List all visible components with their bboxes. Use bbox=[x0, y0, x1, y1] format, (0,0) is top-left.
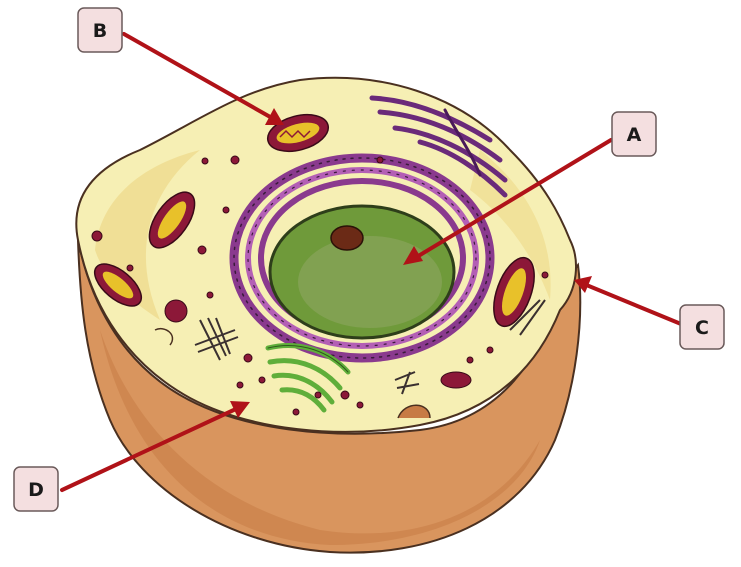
arrowhead-a bbox=[403, 246, 423, 265]
cell-side-shading bbox=[100, 330, 540, 545]
golgi-apparatus bbox=[265, 343, 351, 413]
mitochondria bbox=[93, 113, 535, 328]
label-b-text: B bbox=[93, 20, 107, 42]
mitochondrion-lower-left bbox=[93, 263, 143, 307]
label-a-text: A bbox=[627, 124, 642, 146]
label-box-c: C bbox=[679, 304, 725, 350]
label-arrows bbox=[60, 32, 683, 492]
membrane-indentation bbox=[397, 404, 431, 419]
label-d-text: D bbox=[28, 479, 44, 501]
nucleus bbox=[268, 204, 456, 340]
centrioles bbox=[194, 299, 546, 395]
cytoplasm-shading-right bbox=[470, 150, 551, 300]
arrowhead-b bbox=[265, 108, 284, 125]
label-c-text: C bbox=[695, 317, 709, 339]
label-box-d: D bbox=[13, 466, 59, 512]
arrowhead-d bbox=[230, 401, 250, 418]
arrow-heads bbox=[230, 108, 592, 418]
arrow-d bbox=[60, 406, 240, 492]
rough-er-stacks bbox=[369, 95, 508, 198]
arrow-b bbox=[122, 32, 274, 120]
arrow-c bbox=[582, 282, 683, 326]
label-box-a: A bbox=[611, 111, 657, 157]
arrow-a bbox=[413, 138, 613, 260]
vesicles bbox=[91, 155, 549, 416]
nucleolus bbox=[330, 225, 364, 251]
arrowhead-c bbox=[574, 276, 592, 293]
cell-side-wall bbox=[77, 239, 582, 554]
membrane-fold bbox=[154, 328, 174, 346]
mitochondrion-right bbox=[493, 256, 535, 328]
mitochondrion-left bbox=[148, 191, 196, 249]
label-box-b: B bbox=[77, 7, 123, 53]
